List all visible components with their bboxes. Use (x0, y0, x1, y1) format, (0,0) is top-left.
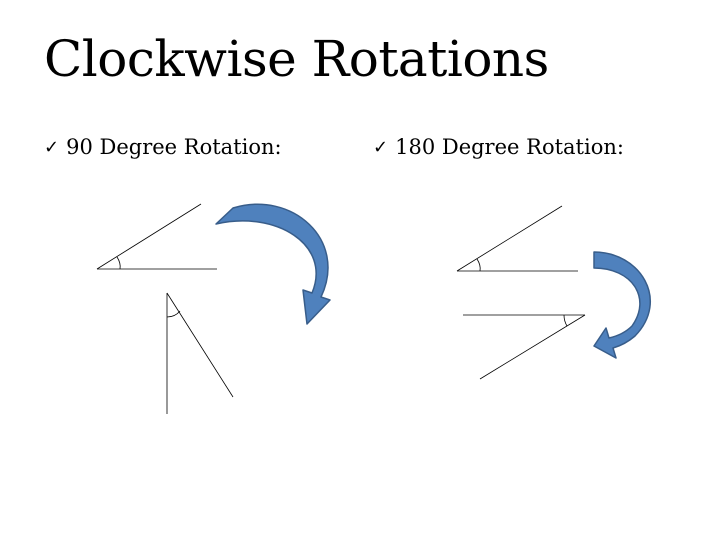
angle-arc (563, 314, 568, 327)
angle-arc (116, 256, 121, 270)
angle-original-180 (456, 205, 578, 272)
checkmark-icon: ✓ (373, 136, 389, 158)
bullet-180-degree: ✓ 180 Degree Rotation: (373, 135, 624, 160)
bullet-180-label: 180 Degree Rotation: (395, 135, 624, 159)
angle-ray-diagonal (479, 314, 586, 380)
angle-arc (166, 310, 181, 318)
angle-rotated-180 (463, 314, 586, 380)
bullet-90-label: 90 Degree Rotation: (66, 135, 282, 159)
angle-original-90 (96, 203, 217, 270)
angle-arc (476, 258, 481, 272)
checkmark-icon: ✓ (44, 136, 60, 158)
angle-ray-diagonal (166, 292, 234, 398)
clockwise-arrow-icon (215, 203, 331, 325)
slide-title: Clockwise Rotations (44, 30, 549, 88)
clockwise-arrow-icon (593, 251, 652, 359)
bullet-90-degree: ✓ 90 Degree Rotation: (44, 135, 282, 160)
angle-ray-diagonal (456, 205, 563, 272)
angle-ray-diagonal (96, 203, 202, 270)
angle-rotated-90 (166, 292, 234, 414)
